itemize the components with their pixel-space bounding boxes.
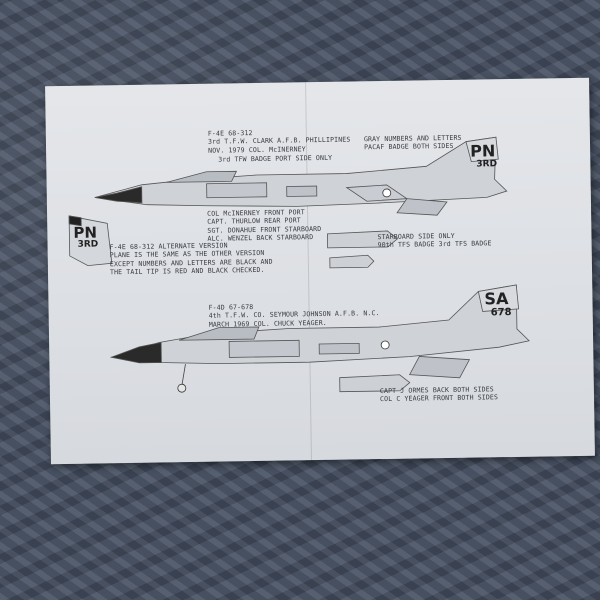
tail-code-3rd-alt: 3RD	[77, 239, 99, 250]
badge-note: 3rd TFW BADGE PORT SIDE ONLY	[218, 153, 333, 164]
pacaf-badge-line: PACAF BADGE BOTH SIDES	[364, 142, 454, 152]
tail-code-3rd-top: 3RD	[476, 159, 498, 170]
f4e-serial: F-4E 68-312	[207, 129, 253, 138]
alternate-version-note: F-4E 68-312 ALTERNATE VERSION PLANE IS T…	[110, 241, 273, 277]
f4e-info-block: F-4E 68-312 3rd T.F.W. CLARK A.F.B. PHIL…	[208, 128, 351, 155]
starboard-line-2: 90th TFS BADGE 3rd TFS BADGE	[377, 239, 492, 250]
tail-code-sa: SA	[484, 289, 509, 309]
tail-code-pn-top: PN	[469, 141, 496, 161]
aircraft-drawings	[68, 136, 530, 393]
decal-instruction-sheet: F-4E 68-312 3rd T.F.W. CLARK A.F.B. PHIL…	[45, 77, 595, 465]
alternate-tail-drawing	[68, 215, 113, 267]
f4d-aircraft-drawing	[109, 284, 530, 393]
f4e-aircraft-drawing	[94, 136, 508, 216]
f4d-serial: F-4D 67-678	[208, 303, 254, 312]
tail-serial-678: 678	[490, 306, 512, 319]
f4e-date: NOV. 1979 COL. McINERNEY	[208, 145, 306, 155]
f4d-date: MARCH 1969 COL. CHUCK YEAGER.	[208, 318, 327, 329]
crew-notes-bottom: CAPT J ORMES BACK BOTH SIDES COL C YEAGE…	[380, 385, 498, 404]
f4d-info-block: F-4D 67-678 4th T.F.W. CO. SEYMOUR JOHNS…	[209, 301, 380, 329]
drop-tank-drawing	[327, 230, 399, 269]
gray-numbers-note: GRAY NUMBERS AND LETTERS PACAF BADGE BOT…	[364, 134, 462, 152]
starboard-note: STARBOARD SIDE ONLY 90th TFS BADGE 3rd T…	[377, 231, 491, 250]
yeager-line: COL C YEAGER FRONT BOTH SIDES	[379, 393, 499, 404]
crew-notes-top: COL McINERNEY FRONT PORT CAPT. THURLOW R…	[207, 208, 321, 243]
